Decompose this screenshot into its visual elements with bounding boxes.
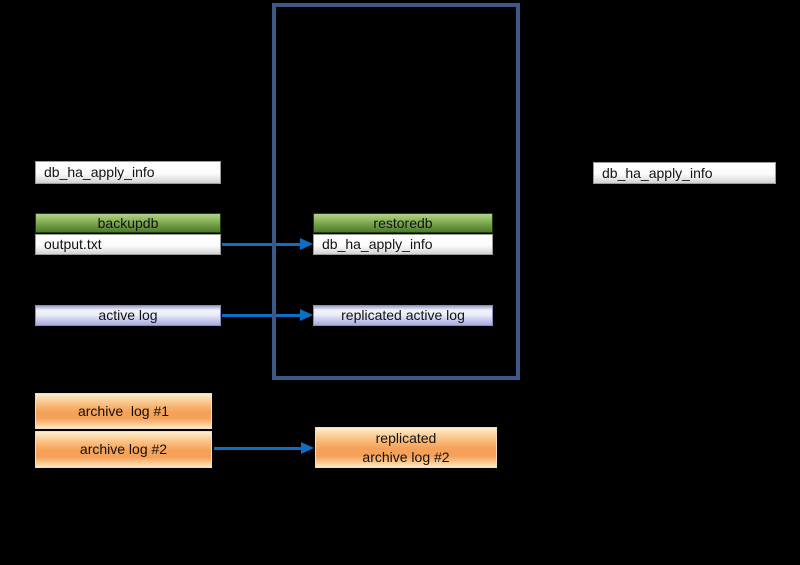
archive-log-2-box: archive log #2 <box>35 431 212 468</box>
remote-db-ha-apply-info-label: db_ha_apply_info <box>602 164 713 181</box>
arrow-active-log-line <box>222 314 301 317</box>
backupdb-label: backupdb <box>97 214 159 231</box>
replicated-active-log-box: replicated active log <box>313 305 493 326</box>
arrow-archive-log-head <box>301 442 314 454</box>
slave-db-ha-apply-info-label: db_ha_apply_info <box>322 236 433 253</box>
replicated-archive-log-2-box: replicated archive log #2 <box>315 427 497 468</box>
archive-log-2-label: archive log #2 <box>79 441 168 458</box>
master-db-ha-apply-info-label: db_ha_apply_info <box>44 164 155 181</box>
slave-node-container <box>272 3 520 380</box>
backupdb-box: backupdb <box>35 213 221 233</box>
arrow-active-log-head <box>300 309 313 321</box>
replicated-active-log-label: replicated active log <box>341 307 465 324</box>
active-log-box: active log <box>35 305 221 326</box>
remote-db-ha-apply-info-box: db_ha_apply_info <box>593 162 776 184</box>
restoredb-box: restoredb <box>313 213 493 233</box>
archive-log-1-box: archive log #1 <box>35 393 212 429</box>
restoredb-label: restoredb <box>373 214 433 231</box>
output-txt-label: output.txt <box>44 236 102 253</box>
archive-log-1-label: archive log #1 <box>77 402 170 419</box>
arrow-archive-log-line <box>214 447 302 450</box>
arrow-output-to-apply-info-line <box>222 243 301 246</box>
master-db-ha-apply-info-box: db_ha_apply_info <box>35 161 221 184</box>
slave-db-ha-apply-info-box: db_ha_apply_info <box>313 234 493 255</box>
active-log-label: active log <box>98 307 158 324</box>
arrow-output-to-apply-info-head <box>300 238 313 250</box>
replicated-archive-log-2-label: replicated archive log #2 <box>362 429 450 465</box>
output-txt-box: output.txt <box>35 234 221 255</box>
